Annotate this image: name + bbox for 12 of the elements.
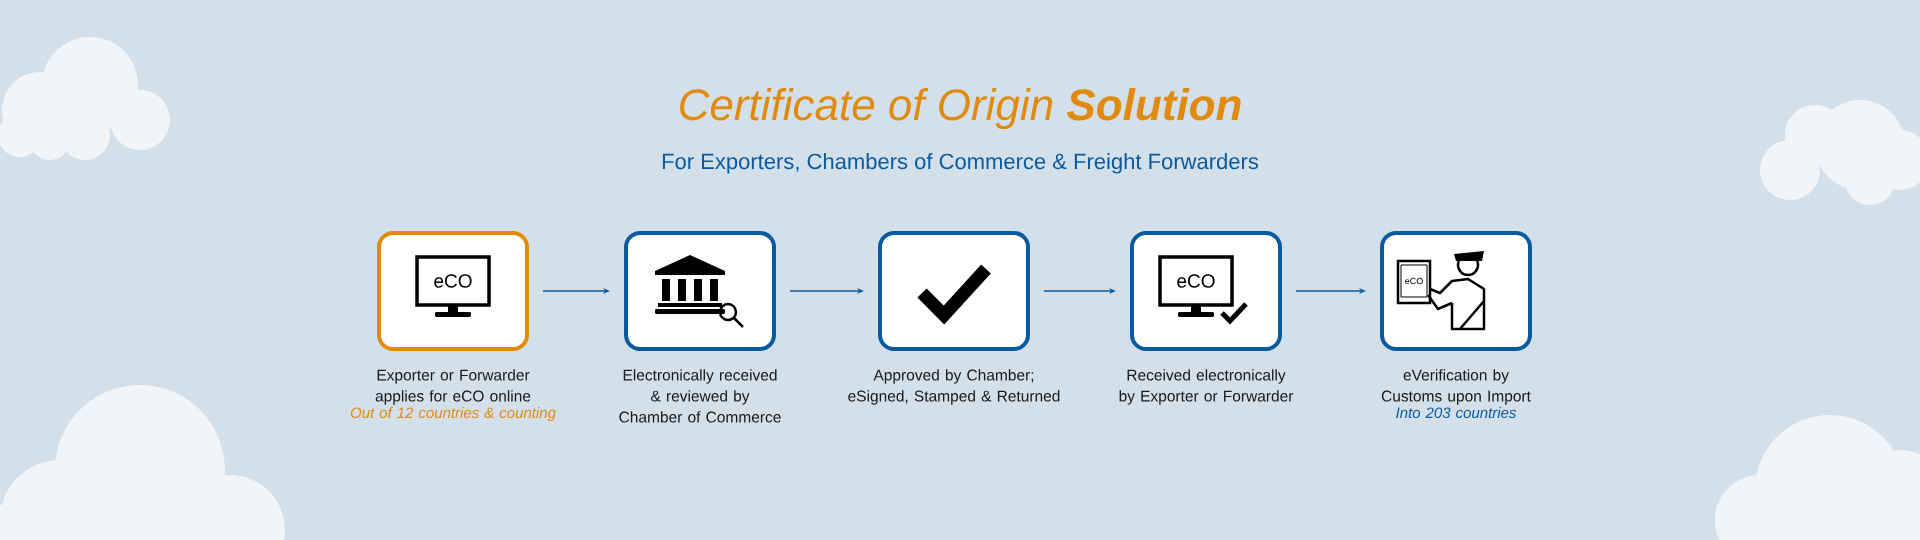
step-note: Out of 12 countries & counting: [350, 407, 556, 421]
step-caption: eVerification by Customs upon Import: [1381, 369, 1531, 405]
subtitle: For Exporters, Chambers of Commerce & Freight Forwarders: [662, 153, 1259, 174]
step-caption: Received electronically by Exporter or Forwarder: [1119, 369, 1294, 405]
step-caption: Electronically received & reviewed by Chamber of Commerce: [619, 369, 781, 423]
tablet-text: eCO: [1405, 277, 1423, 285]
screen-text: eCO: [434, 274, 472, 288]
title: Certificate of Origin Solution: [680, 88, 1241, 130]
step-caption: Exporter or Forwarder applies for eCO online: [375, 369, 531, 405]
step-caption: Approved by Chamber; eSigned, Stamped & Returned: [848, 369, 1060, 405]
step-note: Into 203 countries: [1396, 407, 1517, 419]
screen-text: eCO: [1177, 274, 1215, 288]
